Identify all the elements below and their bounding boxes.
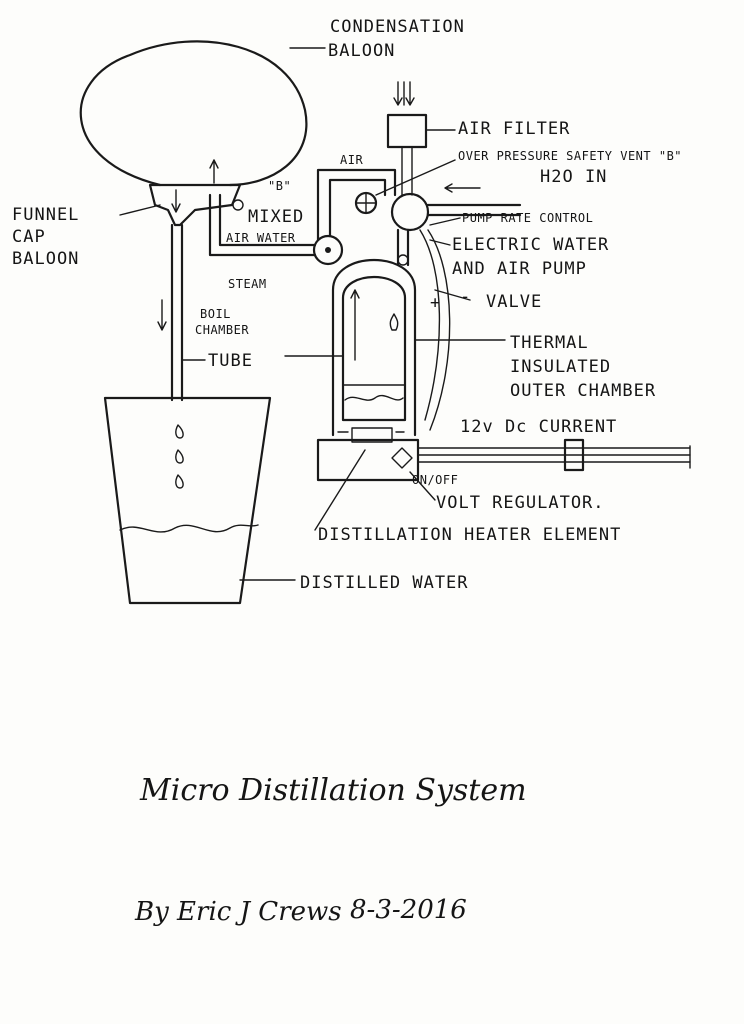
funnel-arrow-icon: [171, 189, 181, 213]
electric-pump: [390, 192, 430, 232]
air-intake-arrows-icon: [393, 81, 415, 106]
power-cable: [417, 447, 691, 463]
label-thermal: THERMAL: [510, 333, 589, 353]
label-funnel: FUNNEL: [12, 205, 79, 225]
diagram-title: Micro Distillation System: [139, 773, 527, 808]
droplet-icon: [389, 313, 399, 331]
label-volt-regulator: VOLT REGULATOR.: [436, 493, 605, 513]
drip-3-icon: [175, 474, 184, 489]
cable-plug: [563, 438, 585, 472]
label-minus: -: [460, 287, 471, 307]
pump-wire-b: [427, 229, 451, 431]
label-baloon2: BALOON: [12, 249, 79, 269]
valve-b-icon: [397, 254, 409, 266]
air-pipe-inner: [328, 178, 387, 238]
signature: By Eric J Crews: [134, 897, 342, 927]
label-pump-rate: PUMP RATE CONTROL: [462, 211, 593, 225]
label-tube: TUBE: [208, 351, 253, 371]
label-condensation: CONDENSATION: [330, 17, 465, 37]
label-h2o-in: H2O IN: [540, 167, 607, 187]
drawing-date: 8-3-2016: [350, 895, 467, 925]
funnel-cap: [148, 183, 242, 227]
leader-valve: [434, 289, 471, 301]
label-b-mark: "B": [268, 179, 291, 193]
leader-pump-rate: [429, 217, 461, 226]
up-arrow-icon: [209, 159, 219, 184]
heater-element: [351, 427, 393, 443]
leader-electric-pump: [429, 239, 451, 246]
label-boil: BOIL: [200, 307, 231, 321]
label-baloon: BALOON: [328, 41, 395, 61]
down-arrow-icon: [157, 299, 167, 331]
leader-funnel: [119, 204, 161, 216]
steam-up-arrow-icon: [350, 289, 360, 361]
steam-pipe-inner: [218, 193, 317, 247]
outer-chamber: [331, 259, 417, 437]
label-current: 12v Dc CURRENT: [460, 417, 617, 437]
condensation-balloon: [79, 40, 308, 187]
air-pipe-outer: [316, 168, 397, 242]
pump-wire-a: [419, 229, 441, 421]
cup-water-surface: [119, 524, 259, 533]
label-plus: +: [430, 293, 441, 313]
heater-base: [316, 438, 420, 482]
collection-cup: [103, 396, 272, 605]
drip-2-icon: [175, 449, 184, 464]
steam-pipe-outer: [208, 193, 317, 257]
air-filter-box: [386, 113, 428, 149]
label-over-pressure: OVER PRESSURE SAFETY VENT "B": [458, 149, 682, 163]
label-heater: DISTILLATION HEATER ELEMENT: [318, 525, 621, 545]
leader-volt-regulator: [409, 471, 436, 501]
drip-1-icon: [175, 424, 184, 439]
label-air: AIR: [340, 153, 363, 167]
label-distilled: DISTILLED WATER: [300, 573, 469, 593]
vent-b-icon: [232, 199, 244, 211]
label-chamber: CHAMBER: [195, 323, 249, 337]
mixing-valve: [312, 234, 344, 266]
safety-vent-cross-icon: [355, 192, 377, 214]
leader-safety-vent: [375, 159, 456, 196]
label-valve: VALVE: [486, 292, 542, 312]
label-outer-chamber: OUTER CHAMBER: [510, 381, 656, 401]
water-in-arrow-icon: [444, 183, 481, 193]
label-steam: STEAM: [228, 277, 267, 291]
boil-water-surface: [344, 394, 404, 401]
label-air-filter: AIR FILTER: [458, 119, 570, 139]
label-electric-water: ELECTRIC WATER: [452, 235, 609, 255]
label-cap: CAP: [12, 227, 46, 247]
mixing-valve-dot: [325, 247, 331, 253]
label-on-off: ON/OFF: [412, 473, 458, 487]
pump-down-pipe: [396, 228, 410, 267]
boil-chamber: [341, 276, 407, 422]
on-off-switch-icon: [391, 447, 413, 469]
water-inlet-pipe: [426, 203, 522, 217]
label-and-air-pump: AND AIR PUMP: [452, 259, 587, 279]
label-insulated: INSULATED: [510, 357, 611, 377]
leader-heater: [314, 449, 366, 531]
label-mixed: MIXED: [248, 207, 304, 227]
label-air-water: AIR WATER: [226, 231, 296, 245]
